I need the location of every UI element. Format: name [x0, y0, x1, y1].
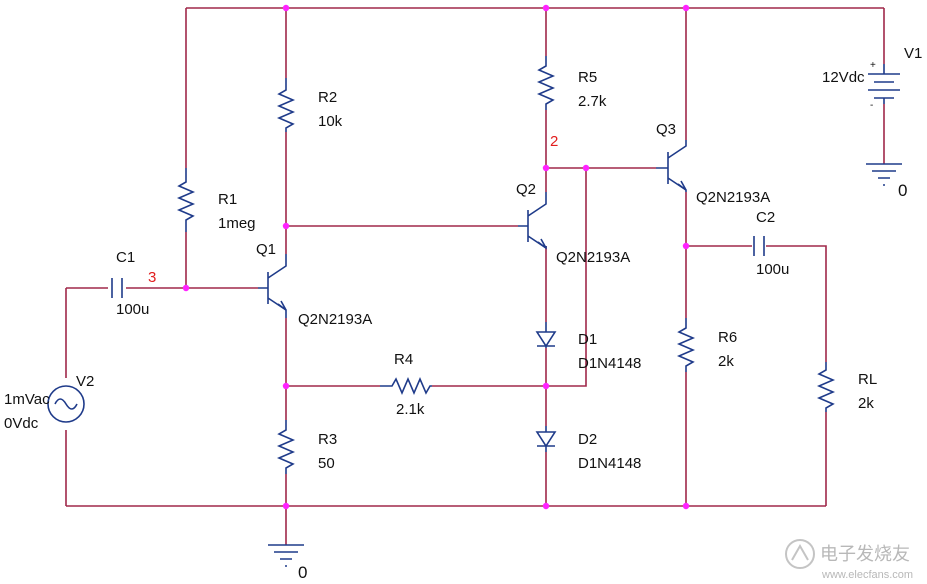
d2-ref: D2	[578, 431, 597, 448]
v1-plus-sign: +	[870, 60, 876, 71]
wires	[65, 7, 885, 545]
junction-dot	[282, 502, 290, 510]
v1-minus-sign: -	[870, 100, 873, 111]
r4-value: 2.1k	[396, 401, 425, 418]
ground-main-label: 0	[298, 563, 307, 582]
resistor-rl: RL 2k	[816, 362, 877, 412]
battery-v1: + - V1 12Vdc	[822, 45, 922, 111]
ground-v1-label: 0	[898, 181, 907, 200]
r1-value: 1meg	[218, 215, 256, 232]
capacitor-c1: C1 100u	[111, 249, 149, 318]
junction-dot	[182, 284, 190, 292]
v2-dc-value: 0Vdc	[4, 415, 39, 432]
wire-r4	[286, 168, 587, 387]
r2-ref: R2	[318, 89, 337, 106]
q1-model: Q2N2193A	[298, 311, 372, 328]
ground-v1: 0	[866, 163, 907, 200]
rl-value: 2k	[858, 395, 874, 412]
junction-dot	[582, 164, 590, 172]
c2-value: 100u	[756, 261, 789, 278]
junction-dot	[542, 4, 550, 12]
junction-dot	[542, 164, 550, 172]
junction-dot	[682, 502, 690, 510]
resistor-r4: R4 2.1k	[380, 351, 432, 418]
q1-ref: Q1	[256, 241, 276, 258]
node-2-label: 2	[550, 133, 558, 150]
junction-dot	[282, 222, 290, 230]
diode-d2: D2 D1N4148	[535, 426, 641, 472]
watermark-text: 电子发烧友	[820, 544, 910, 564]
resistor-r3: R3 50	[276, 420, 337, 474]
resistor-r2: R2 10k	[276, 78, 343, 132]
ac-source-v2: V2 1mVac 0Vdc	[4, 373, 94, 432]
c1-value: 100u	[116, 301, 149, 318]
junction-dot	[282, 4, 290, 12]
junction-dot	[682, 4, 690, 12]
r3-value: 50	[318, 455, 335, 472]
transistor-q1: Q1 Q2N2193A	[256, 241, 372, 328]
r5-ref: R5	[578, 69, 597, 86]
q3-ref: Q3	[656, 121, 676, 138]
junction-dot	[542, 382, 550, 390]
c2-ref: C2	[756, 209, 775, 226]
wire-c2-rl	[686, 245, 827, 506]
rl-ref: RL	[858, 371, 877, 388]
r6-value: 2k	[718, 353, 734, 370]
transistor-q3: Q3 Q2N2193A	[656, 121, 770, 206]
q2-ref: Q2	[516, 181, 536, 198]
d1-ref: D1	[578, 331, 597, 348]
watermark: 电子发烧友 www.elecfans.com	[785, 539, 913, 581]
resistor-r1: R1 1meg	[176, 168, 256, 232]
r2-value: 10k	[318, 113, 343, 130]
v2-ref: V2	[76, 373, 94, 390]
q2-model: Q2N2193A	[556, 249, 630, 266]
r4-ref: R4	[394, 351, 413, 368]
watermark-site: www.elecfans.com	[821, 569, 913, 581]
transistor-q2: Q2 Q2N2193A	[516, 181, 630, 266]
junction-dots	[182, 4, 690, 510]
ground-main: 0	[268, 544, 307, 582]
v2-ac-value: 1mVac	[4, 391, 50, 408]
r3-ref: R3	[318, 431, 337, 448]
junction-dot	[542, 502, 550, 510]
r6-ref: R6	[718, 329, 737, 346]
capacitor-c2: C2 100u	[753, 209, 789, 278]
resistor-r5: R5 2.7k	[536, 56, 607, 110]
node-3-label: 3	[148, 269, 156, 286]
q3-model: Q2N2193A	[696, 189, 770, 206]
watermark-logo-icon	[785, 539, 815, 569]
c1-ref: C1	[116, 249, 135, 266]
v1-ref: V1	[904, 45, 922, 62]
d1-model: D1N4148	[578, 355, 641, 372]
diode-d1: D1 D1N4148	[535, 322, 641, 372]
d2-model: D1N4148	[578, 455, 641, 472]
v1-value: 12Vdc	[822, 69, 865, 86]
r5-value: 2.7k	[578, 93, 607, 110]
r1-ref: R1	[218, 191, 237, 208]
resistor-r6: R6 2k	[676, 318, 737, 372]
junction-dot	[682, 242, 690, 250]
junction-dot	[282, 382, 290, 390]
